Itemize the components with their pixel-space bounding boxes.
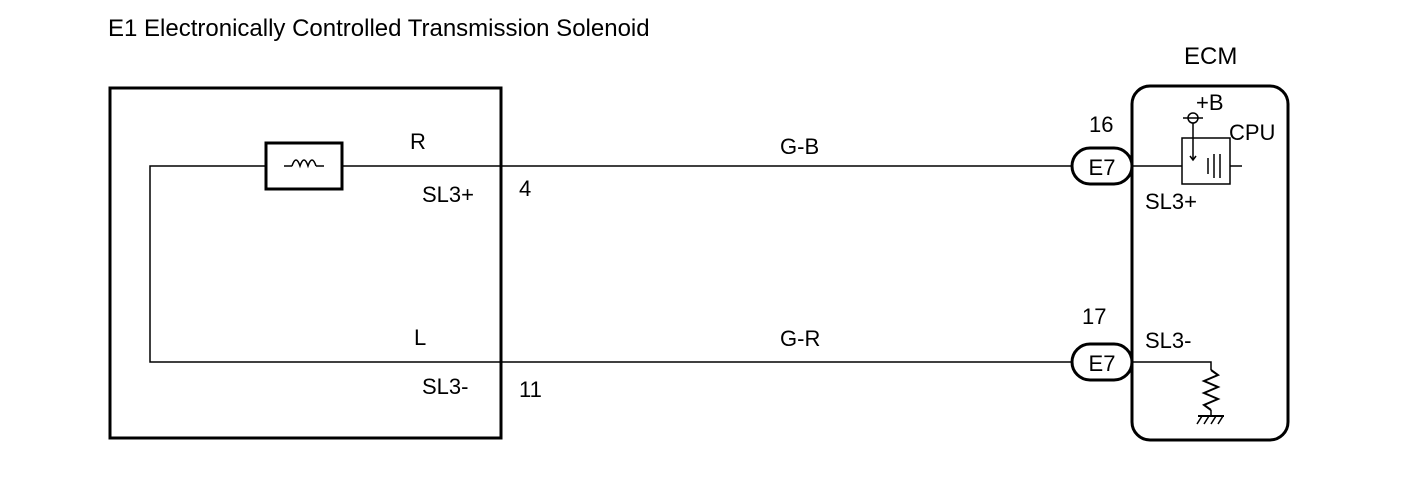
cpu-label: CPU (1229, 120, 1275, 145)
connector-bottom: E7 (1070, 342, 1134, 382)
ecm-pin-top: 16 (1089, 112, 1113, 137)
ecm-terminal-top: SL3+ (1145, 189, 1197, 214)
solenoid-top-wire-label: R (410, 129, 426, 154)
wire-color-code-bottom: G-R (780, 326, 820, 351)
cpu-transistor-icon (1181, 137, 1231, 185)
power-supply-icon (1183, 112, 1203, 138)
ecm-internal-wire-bottom (1132, 361, 1212, 370)
solenoid-box (108, 86, 503, 440)
ecm-label: ECM (1184, 43, 1237, 70)
ecm-box (1130, 84, 1290, 442)
solenoid-bottom-wire-label: L (414, 325, 426, 350)
resistor-icon (1201, 369, 1221, 411)
ecm-pin-bottom: 17 (1082, 304, 1106, 329)
connector-top-label: E7 (1089, 155, 1116, 180)
solenoid-bottom-pin: 11 (519, 377, 542, 402)
connector-top: E7 (1070, 146, 1134, 186)
connector-bottom-label: E7 (1089, 351, 1116, 376)
coil-icon (264, 141, 344, 191)
solenoid-bottom-terminal: SL3- (422, 374, 468, 399)
ground-icon (1196, 410, 1224, 425)
wire-color-code-top: G-B (780, 134, 819, 159)
solenoid-top-pin: 4 (519, 176, 531, 201)
ecm-terminal-bottom: SL3- (1145, 328, 1191, 353)
diagram-title: E1 Electronically Controlled Transmissio… (108, 15, 650, 42)
power-label: +B (1196, 90, 1224, 115)
solenoid-top-terminal: SL3+ (422, 182, 474, 207)
